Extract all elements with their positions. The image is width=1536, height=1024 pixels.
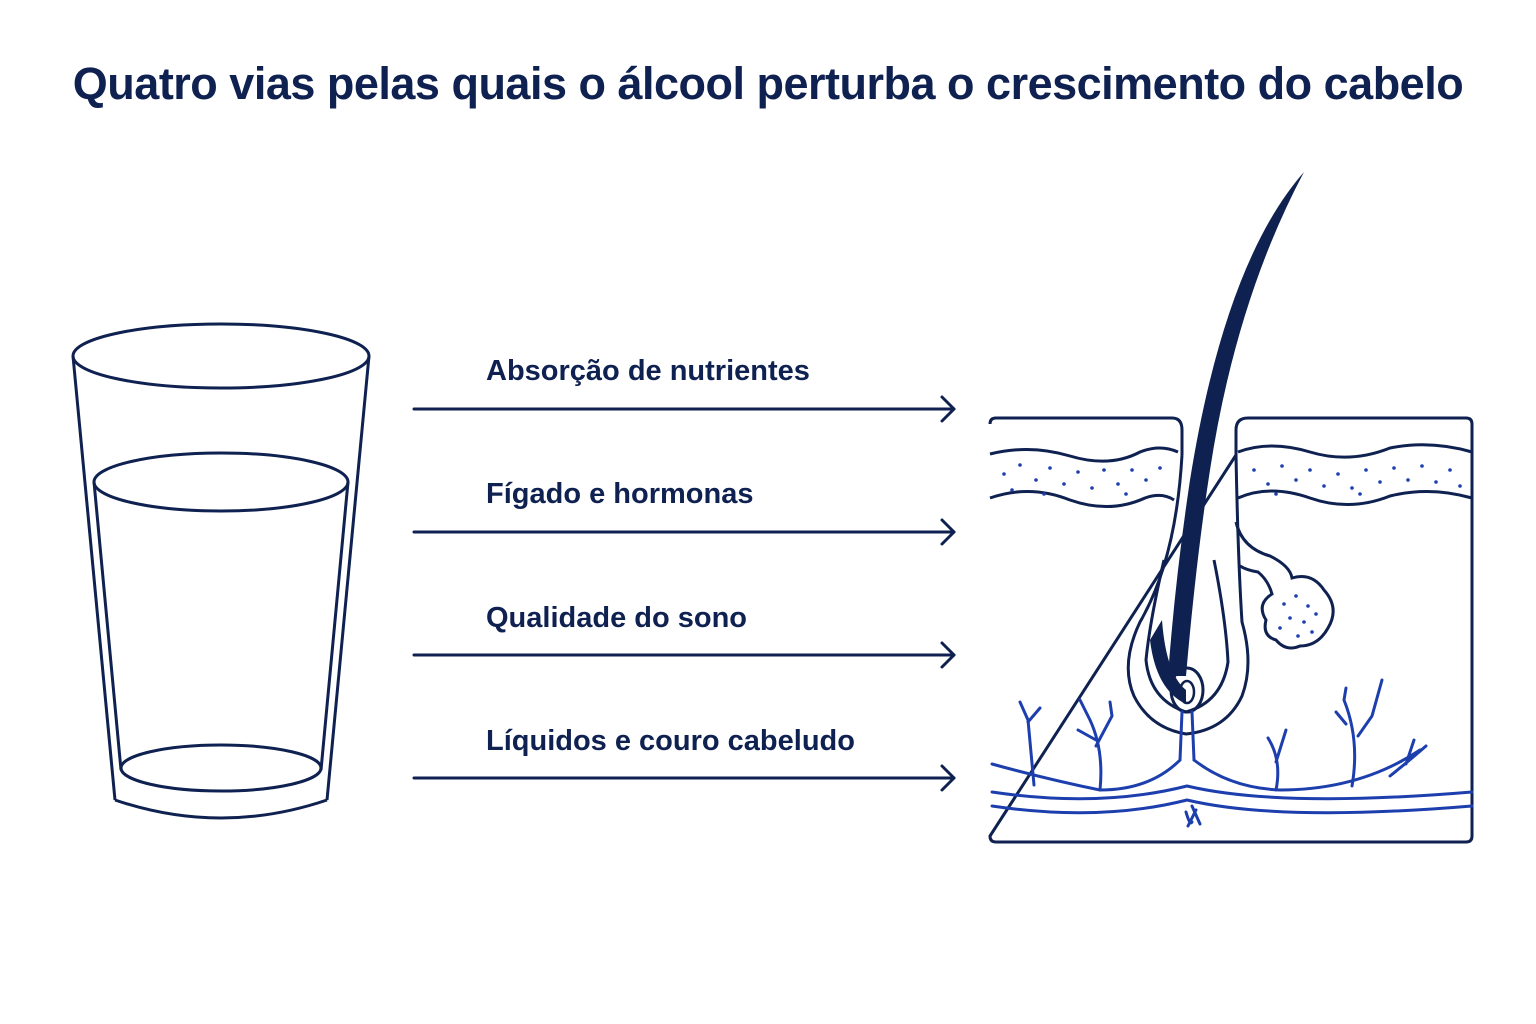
hair-follicle-icon: [988, 172, 1474, 844]
water-glass-icon: [71, 322, 371, 820]
water-surface: [92, 451, 350, 513]
page-title: Quatro vias pelas quais o álcool perturb…: [72, 58, 1464, 109]
dermal-papilla: [1169, 666, 1205, 714]
sebaceous-gland-cells: [1278, 594, 1318, 638]
arrow-right-icon: [412, 764, 956, 792]
arrow-right-icon: [412, 518, 956, 546]
glass-bottom: [114, 798, 328, 820]
epidermis-cells: [1002, 463, 1462, 496]
epidermis-bottom-left: [989, 490, 1175, 509]
arrow-right-icon: [412, 395, 956, 423]
epidermis-top-left: [989, 446, 1179, 463]
pathway-label-liver-hormones: Fígado e hormonas: [486, 478, 754, 510]
hair-shaft: [1168, 172, 1304, 676]
epidermis-bottom-right: [1237, 489, 1473, 506]
papilla-core: [1178, 679, 1196, 705]
glass-inner-base: [119, 743, 323, 793]
glass-left-wall: [71, 355, 117, 801]
water-right-edge: [319, 481, 350, 771]
follicle-sheath: [1126, 454, 1250, 736]
pathway-label-nutrient-absorption: Absorção de nutrientes: [486, 355, 810, 387]
skin-block-outline: [988, 416, 1474, 844]
pathway-label-fluids-scalp: Líquidos e couro cabeludo: [486, 725, 855, 757]
glass-rim: [71, 322, 371, 390]
glass-right-wall: [325, 355, 371, 801]
arrow-right-icon: [412, 641, 956, 669]
follicle-dark-lining: [1150, 620, 1186, 704]
blood-vessels: [990, 678, 1474, 828]
epidermis-top-right: [1237, 443, 1473, 459]
sebaceous-gland: [1234, 521, 1335, 650]
water-left-edge: [92, 481, 123, 771]
pathway-label-sleep-quality: Qualidade do sono: [486, 602, 748, 634]
